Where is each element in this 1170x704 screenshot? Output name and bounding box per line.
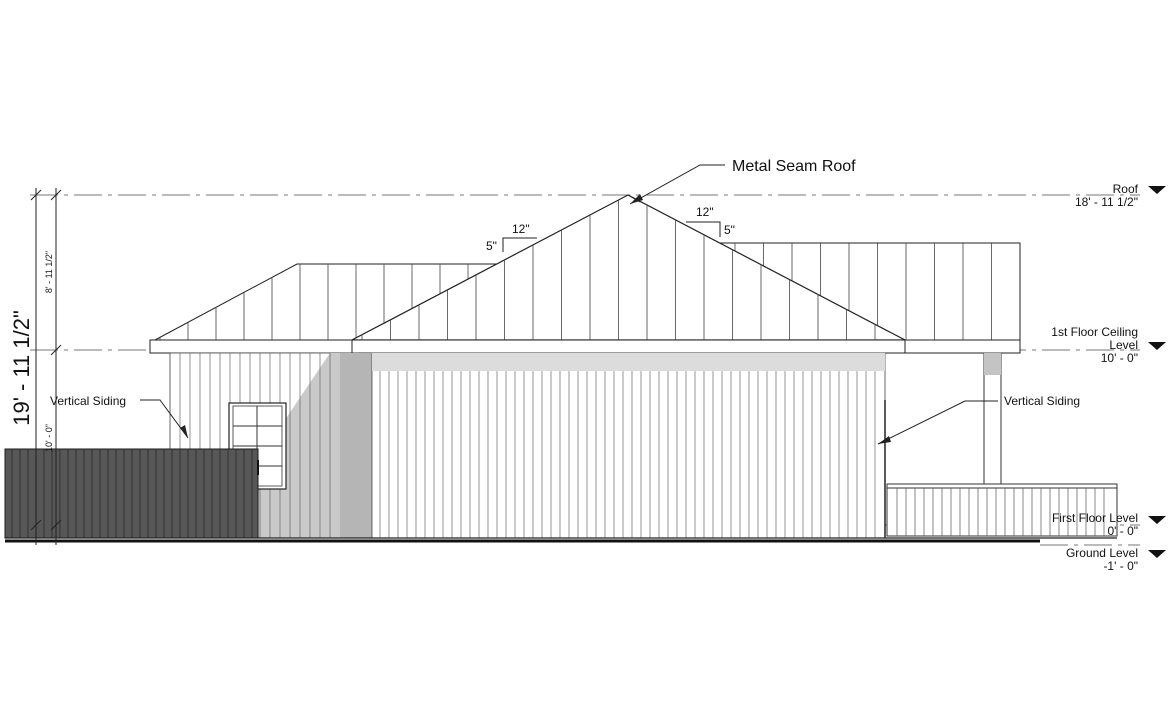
siding-right-text: Vertical Siding xyxy=(1004,394,1080,408)
dimension-tick xyxy=(30,189,42,201)
level-marker-ground: Ground Level -1' - 0" xyxy=(1066,546,1166,573)
pitch-run-label: 12" xyxy=(696,205,714,219)
roof-callout-arrowhead xyxy=(630,194,643,204)
dimension-strings xyxy=(30,188,62,545)
overall-height-dimension: 19' - 11 1/2" xyxy=(9,310,34,426)
main-wall xyxy=(371,352,886,539)
ceiling-level-name-line2: Level xyxy=(1109,338,1138,352)
first-floor-level-elevation: 0' - 0" xyxy=(1107,524,1138,538)
siding-right-leader xyxy=(877,400,998,445)
first-floor-level-triangle xyxy=(1148,516,1166,524)
ceiling-level-name-line1: 1st Floor Ceiling xyxy=(1051,325,1138,339)
main-wall-siding xyxy=(379,371,876,538)
siding-callout-right: Vertical Siding xyxy=(877,394,1080,445)
level-marker-ceiling: 1st Floor Ceiling Level 10' - 0" xyxy=(1051,325,1166,365)
roof-level-name: Roof xyxy=(1113,182,1139,196)
level-marker-first-floor: First Floor Level 0' - 0" xyxy=(1052,511,1166,538)
lower-height-dimension: 10' - 0" xyxy=(44,424,54,452)
pitch-triangle xyxy=(686,221,721,237)
roof-level-elevation: 18' - 11 1/2" xyxy=(1075,195,1138,209)
pitch-symbol-left: 12" 5" xyxy=(486,222,537,253)
dimension-tick xyxy=(50,519,62,531)
porch-railing xyxy=(886,483,1118,537)
fascia-board xyxy=(149,339,1021,354)
roof-level-triangle xyxy=(1148,186,1166,194)
ceiling-level-elevation: 10' - 0" xyxy=(1101,351,1138,365)
porch xyxy=(886,352,1118,537)
walls xyxy=(169,352,886,539)
pitch-triangle xyxy=(502,237,537,252)
railing-pickets xyxy=(896,488,1105,536)
upper-height-dimension: 8' - 11 1/2" xyxy=(44,251,54,293)
pitch-run-label: 12" xyxy=(512,222,530,236)
roof-callout-leader xyxy=(629,164,725,205)
dimension-tick xyxy=(30,519,42,531)
level-marker-roof: Roof 18' - 11 1/2" xyxy=(1075,182,1166,209)
roof-callout: Metal Seam Roof xyxy=(629,158,856,205)
siding-left-arrowhead xyxy=(180,425,188,438)
pitch-rise-label: 5" xyxy=(486,239,497,253)
pitch-rise-label: 5" xyxy=(724,223,735,237)
dimension-tick xyxy=(50,189,62,201)
siding-left-text: Vertical Siding xyxy=(50,394,126,408)
pitch-symbol-right: 12" 5" xyxy=(686,205,735,237)
siding-left-leader xyxy=(140,399,189,439)
porch-post-shadow xyxy=(984,353,1001,375)
left-wall-shadow xyxy=(258,353,358,538)
eave-shadow-band xyxy=(372,353,885,371)
wall-inner-corner-shadow xyxy=(340,353,375,538)
privacy-fence xyxy=(4,448,259,539)
ground-level-triangle xyxy=(1148,550,1166,558)
roof xyxy=(149,194,1021,354)
ground-level-elevation: -1' - 0" xyxy=(1103,559,1138,573)
ceiling-level-triangle xyxy=(1148,342,1166,350)
dimension-tick xyxy=(50,344,62,356)
ground-level-name: Ground Level xyxy=(1066,546,1138,560)
siding-callout-left: Vertical Siding xyxy=(50,394,189,439)
first-floor-level-name: First Floor Level xyxy=(1052,511,1138,525)
siding-right-arrowhead xyxy=(878,436,891,444)
roof-callout-text: Metal Seam Roof xyxy=(732,158,856,175)
